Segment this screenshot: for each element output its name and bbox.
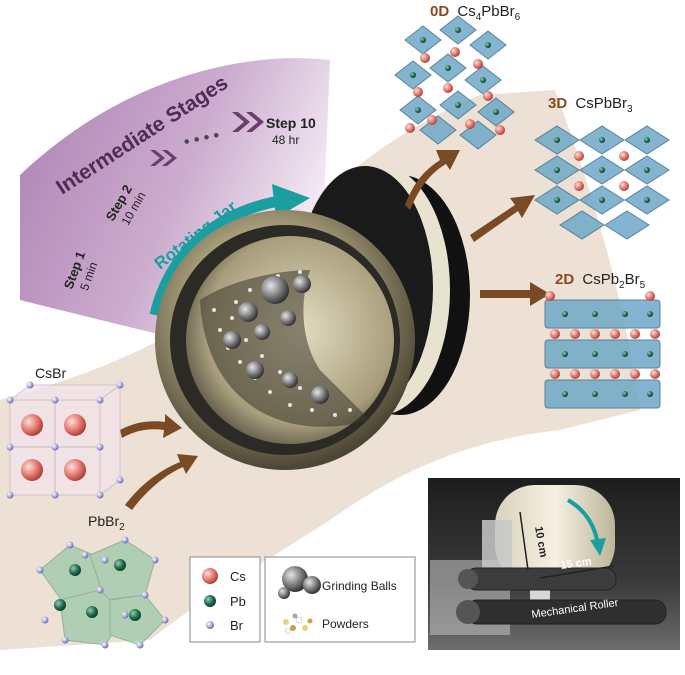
svg-text:Grinding Balls: Grinding Balls <box>322 579 397 593</box>
powders-icon <box>283 613 313 634</box>
precursor-csbr-label: CsBr <box>35 365 66 381</box>
svg-text:48 hr: 48 hr <box>272 133 299 147</box>
rotating-jar <box>155 210 415 470</box>
svg-text:Pb: Pb <box>230 594 246 609</box>
rotation-arrowhead-icon <box>590 538 606 556</box>
product-2d-label: 2D CsPb2Br5 <box>555 271 646 291</box>
product-arrows <box>405 150 550 306</box>
photo-length-label: 15 cm <box>560 556 593 572</box>
grinding-balls <box>223 275 329 404</box>
svg-text:Cs: Cs <box>230 569 246 584</box>
legend-media: Grinding Balls Powders <box>264 556 416 643</box>
svg-text:Step 10: Step 10 <box>266 115 316 131</box>
legend-atoms: Cs Pb Br <box>189 556 261 643</box>
svg-text:Br: Br <box>230 618 244 633</box>
chevron-icon <box>232 112 264 132</box>
cs-atom-icon <box>202 568 218 584</box>
roller-photo <box>428 478 680 650</box>
structure-pbbr2 <box>36 536 169 649</box>
structure-0d <box>394 15 515 150</box>
precursor-arrows <box>120 414 198 510</box>
chevron-icon <box>150 150 177 166</box>
svg-text:Powders: Powders <box>322 617 369 631</box>
product-3d-label: 3D CsPbBr3 <box>548 95 633 115</box>
grinding-balls-icon <box>278 566 321 599</box>
pb-atom-icon <box>204 595 216 607</box>
structure-3d <box>534 125 670 240</box>
structure-2d <box>544 291 661 409</box>
photo-width-label: 10 cm <box>532 525 549 558</box>
step-10: Step 10 48 hr <box>266 115 316 147</box>
product-0d-label: 0D Cs4PbBr6 <box>430 3 521 23</box>
structure-csbr <box>6 381 124 499</box>
br-atom-icon <box>206 621 214 629</box>
rotation-arrowhead-icon <box>272 184 310 218</box>
rotation-arrow <box>149 194 286 317</box>
precursor-pbbr2-label: PbBr2 <box>88 513 125 533</box>
